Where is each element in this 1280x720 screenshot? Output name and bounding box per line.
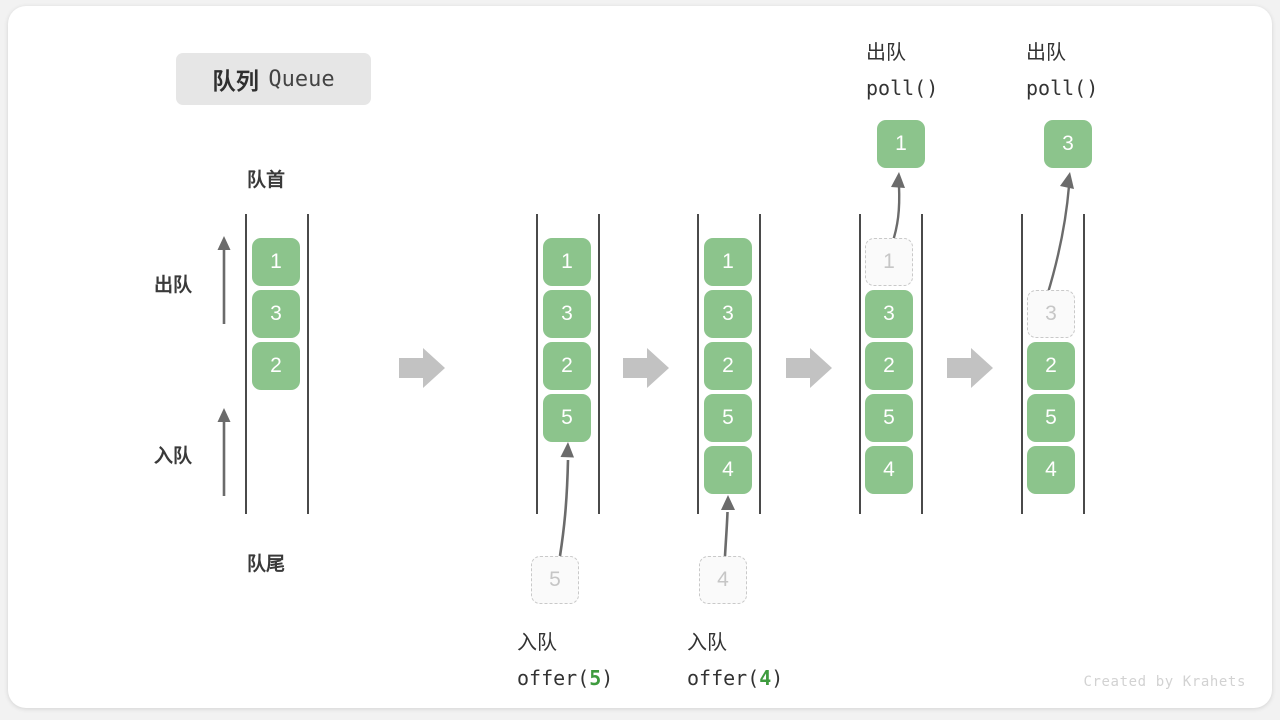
diagram-canvas: 队列 Queue 队首 队尾 1 3 2 出队 入队 1 3 2 5 5 入队 … [8,6,1272,708]
title-en: Queue [268,66,335,92]
queue-cell: 2 [543,342,591,390]
queue-cell-ghost: 3 [1027,290,1075,338]
step-arrow-icon [947,348,993,388]
rail-right-stage4 [921,214,923,514]
dequeue-caption-2: 出队 poll() [1026,36,1098,106]
enqueue-arrow [721,495,735,557]
rail-left-stage3 [697,214,699,514]
dequeue-direction-label: 出队 [154,275,193,296]
queue-cell: 5 [543,394,591,442]
queue-cell: 2 [704,342,752,390]
rail-left-stage1 [245,214,247,514]
enqueue-caption-1: 入队 offer(5) [517,626,613,696]
queue-cell: 3 [252,290,300,338]
watermark: Created by Krahets [1083,674,1246,690]
step-arrow-icon [623,348,669,388]
rail-right-stage3 [759,214,761,514]
queue-cell: 4 [865,446,913,494]
enqueue-caption-cn: 入队 [687,632,727,654]
rail-right-stage5 [1083,214,1085,514]
head-label: 队首 [247,170,286,191]
queue-cell-ghost: 1 [865,238,913,286]
rail-right-stage2 [598,214,600,514]
polled-value-cell: 3 [1044,120,1092,168]
enqueue-caption-cn: 入队 [517,632,557,654]
incoming-ghost-cell: 4 [699,556,747,604]
enqueue-direction-label: 入队 [154,446,193,467]
queue-cell: 4 [1027,446,1075,494]
dequeue-direction-arrow [217,236,231,324]
queue-cell: 1 [252,238,300,286]
queue-cell: 1 [543,238,591,286]
tail-label: 队尾 [247,554,286,575]
queue-cell: 2 [865,342,913,390]
queue-cell: 3 [865,290,913,338]
queue-cell: 3 [543,290,591,338]
step-arrow-icon [786,348,832,388]
dequeue-caption-cn: 出队 [1026,42,1066,64]
queue-cell: 1 [704,238,752,286]
enqueue-caption-code: offer(4) [687,666,784,690]
title-badge: 队列 Queue [176,53,371,105]
title-cn: 队列 [212,68,260,94]
queue-cell: 5 [865,394,913,442]
rail-right-stage1 [307,214,309,514]
queue-cell: 5 [1027,394,1075,442]
polled-value-cell: 1 [877,120,925,168]
dequeue-caption-code: poll() [866,76,939,100]
incoming-ghost-cell: 5 [531,556,579,604]
dequeue-arrow [1045,172,1074,297]
rail-left-stage5 [1021,214,1023,514]
dequeue-caption-code: poll() [1026,76,1099,100]
queue-cell: 3 [704,290,752,338]
rail-left-stage4 [859,214,861,514]
rail-left-stage2 [536,214,538,514]
dequeue-caption-cn: 出队 [866,42,906,64]
queue-cell: 5 [704,394,752,442]
step-arrow-icon [399,348,445,388]
enqueue-direction-arrow [217,408,231,496]
enqueue-caption-code: offer(5) [517,666,614,690]
queue-cell: 2 [252,342,300,390]
dequeue-caption-1: 出队 poll() [866,36,938,106]
dequeue-arrow [890,172,905,245]
queue-cell: 4 [704,446,752,494]
enqueue-caption-2: 入队 offer(4) [687,626,783,696]
queue-cell: 2 [1027,342,1075,390]
enqueue-arrow [558,442,574,557]
